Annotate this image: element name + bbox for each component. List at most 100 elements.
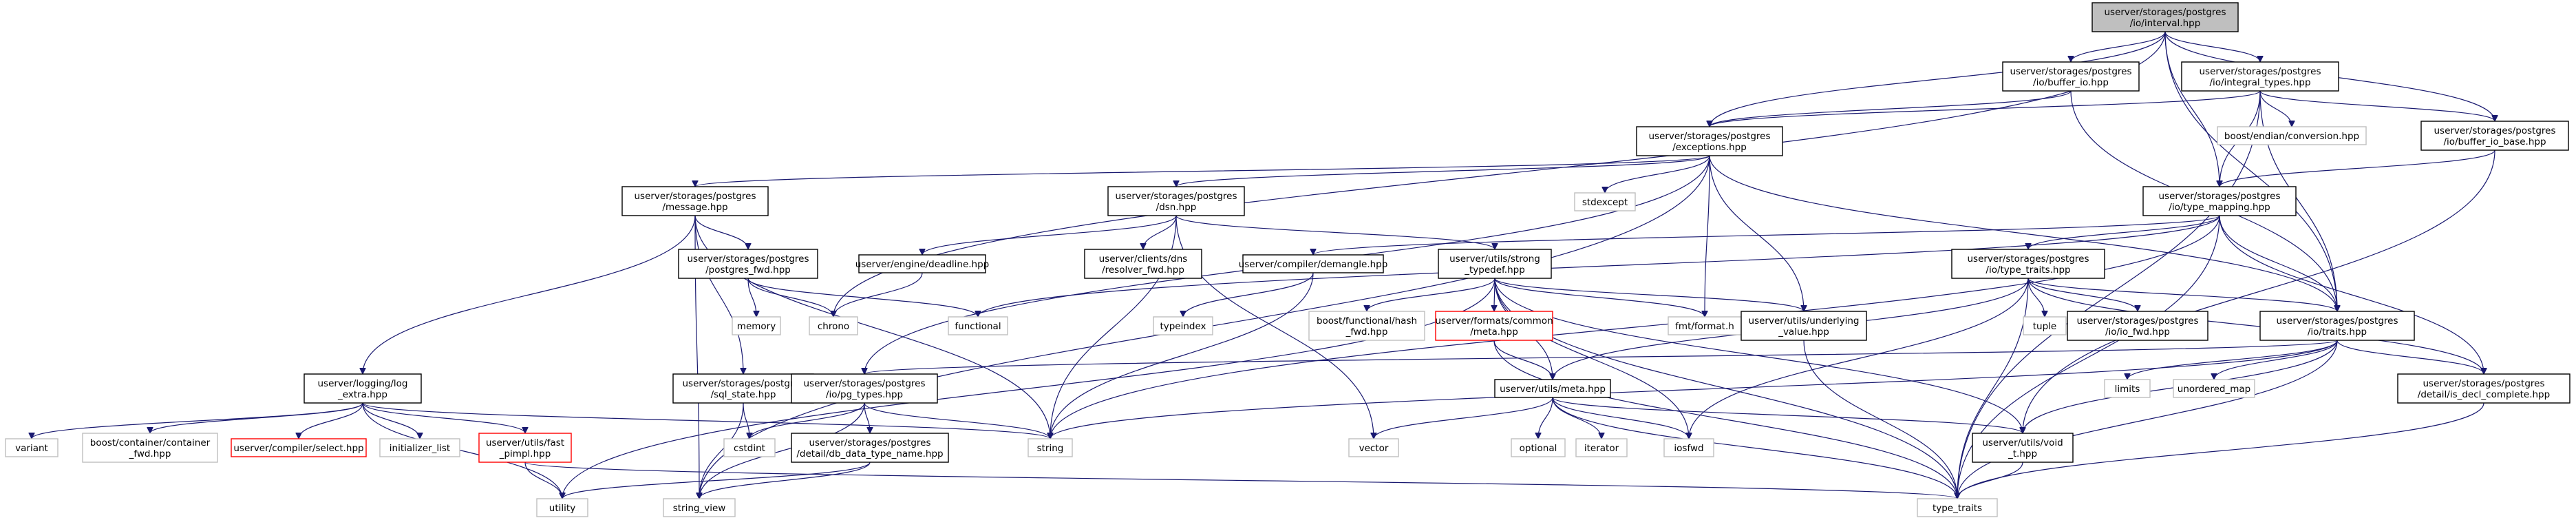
node-label-dsn-1: /dsn.hpp — [1156, 202, 1197, 213]
node-void_t[interactable]: userver/utils/void_t.hpp — [1972, 433, 2074, 463]
node-type_traits_pg[interactable]: userver/storages/postgres/io/type_traits… — [1951, 249, 2105, 279]
node-label-is_decl_complete-1: /detail/is_decl_complete.hpp — [2418, 389, 2550, 400]
node-integral_types[interactable]: userver/storages/postgres/io/integral_ty… — [2181, 61, 2339, 92]
node-type_traits_std: type_traits — [1917, 498, 1998, 517]
edge-demangle-to-typeindex — [1183, 272, 1314, 318]
node-label-buffer_io-0: userver/storages/postgres — [2010, 66, 2131, 77]
node-label-pg_types-0: userver/storages/postgres — [803, 378, 925, 389]
node-box-stdexcept — [1574, 192, 1636, 211]
node-compiler_select[interactable]: userver/compiler/select.hpp — [231, 438, 367, 457]
edge-pg_types-to-string — [864, 402, 1050, 439]
node-buffer_io[interactable]: userver/storages/postgres/io/buffer_io.h… — [2002, 61, 2140, 92]
node-exceptions[interactable]: userver/storages/postgres/exceptions.hpp — [1636, 126, 1783, 156]
edge-integral_types-to-exceptions — [1710, 90, 2261, 127]
edge-interval-to-buffer_io — [2071, 31, 2166, 63]
node-box-limits — [2104, 379, 2151, 398]
node-interval[interactable]: userver/storages/postgres/io/interval.hp… — [2091, 2, 2239, 32]
node-label-boost_hash-1: _fwd.hpp — [1345, 327, 1388, 338]
node-io_fwd[interactable]: userver/storages/postgres/io/io_fwd.hpp — [2067, 311, 2208, 341]
node-box-fmt_format — [1668, 316, 1742, 335]
node-label-underlying_value-0: userver/utils/underlying — [1749, 315, 1860, 327]
node-pg_types[interactable]: userver/storages/postgres/io/pg_types.hp… — [791, 373, 938, 404]
node-label-message-1: /message.hpp — [662, 202, 727, 213]
node-label-formats_meta-1: /meta.hpp — [1470, 327, 1518, 338]
node-functional: functional — [948, 316, 1008, 335]
node-label-message-0: userver/storages/postgres — [634, 191, 756, 202]
edge-type_mapping-to-functional — [978, 215, 2220, 317]
node-fast_pimpl[interactable]: userver/utils/fast_pimpl.hpp — [478, 433, 572, 463]
node-label-cstdint-0: cstdint — [734, 443, 765, 454]
node-box-is_decl_complete — [2397, 373, 2570, 404]
node-demangle[interactable]: userver/compiler/demangle.hpp — [1239, 254, 1388, 273]
edge-sql_state-to-cstdint — [743, 402, 749, 439]
edge-log_extra-to-string — [362, 402, 1050, 439]
node-label-integral_types-0: userver/storages/postgres — [2199, 66, 2321, 77]
node-dsn[interactable]: userver/storages/postgres/dsn.hpp — [1107, 186, 1245, 216]
node-label-stdexcept-0: stdexcept — [1582, 197, 1628, 208]
node-label-iterator-0: iterator — [1584, 443, 1619, 454]
node-is_decl_complete[interactable]: userver/storages/postgres/detail/is_decl… — [2397, 373, 2570, 404]
node-deadline[interactable]: userver/engine/deadline.hpp — [855, 254, 990, 273]
node-buffer_io_base[interactable]: userver/storages/postgres/io/buffer_io_b… — [2420, 121, 2569, 151]
node-box-utility — [536, 498, 588, 517]
node-label-traits-0: userver/storages/postgres — [2276, 315, 2398, 327]
edge-message-to-sql_state — [694, 215, 743, 374]
edge-type_traits_pg-to-tuple — [2027, 278, 2045, 317]
edge-exceptions-to-stdexcept — [1605, 155, 1710, 194]
node-label-type_mapping-1: /io/type_mapping.hpp — [2169, 202, 2270, 213]
node-type_mapping[interactable]: userver/storages/postgres/io/type_mappin… — [2142, 186, 2297, 216]
node-box-type_mapping — [2142, 186, 2297, 216]
node-box-postgres_fwd — [678, 249, 818, 279]
edge-type_traits_pg-to-type_traits_std — [1957, 278, 2029, 499]
node-utils_meta[interactable]: userver/utils/meta.hpp — [1494, 379, 1611, 398]
node-fmt_format: fmt/format.h — [1668, 316, 1742, 335]
node-label-functional-0: functional — [955, 321, 1001, 332]
node-postgres_fwd[interactable]: userver/storages/postgres/postgres_fwd.h… — [678, 249, 818, 279]
node-iterator: iterator — [1575, 438, 1628, 457]
edge-strong_typedef-to-boost_hash — [1367, 278, 1495, 312]
edge-integral_types-to-buffer_io_base — [2259, 90, 2495, 122]
node-formats_meta[interactable]: userver/formats/common/meta.hpp — [1435, 311, 1553, 341]
node-resolver_fwd[interactable]: userver/clients/dns/resolver_fwd.hpp — [1084, 249, 1202, 279]
node-box-vector — [1348, 438, 1399, 457]
node-label-integral_types-1: /io/integral_types.hpp — [2209, 77, 2310, 88]
edge-utils_meta-to-void_t — [1552, 397, 2023, 434]
node-optional: optional — [1511, 438, 1566, 457]
edge-utils_meta-to-type_traits_std — [1552, 397, 1957, 499]
edge-type_mapping-to-type_traits_pg — [2028, 215, 2220, 250]
node-box-boost_hash — [1308, 311, 1425, 341]
node-label-variant-0: variant — [15, 443, 48, 454]
edge-sql_state-to-string_view — [699, 402, 744, 499]
node-strong_typedef[interactable]: userver/utils/strong_typedef.hpp — [1438, 249, 1552, 279]
node-label-compiler_select-0: userver/compiler/select.hpp — [233, 443, 363, 454]
node-box-chrono — [809, 316, 858, 335]
edge-interval-to-traits — [2164, 31, 2337, 311]
node-stdexcept: stdexcept — [1574, 192, 1636, 211]
edge-postgres_fwd-to-memory — [747, 278, 756, 317]
edge-pg_types-to-cstdint — [749, 402, 865, 439]
node-log_extra[interactable]: userver/logging/log_extra.hpp — [304, 373, 422, 404]
node-label-exceptions-0: userver/storages/postgres — [1648, 131, 1770, 142]
node-box-void_t — [1972, 433, 2074, 463]
edge-exceptions-to-traits — [1709, 155, 2337, 311]
edge-integral_types-to-boost_endian — [2259, 90, 2292, 127]
edge-traits-to-is_decl_complete — [2337, 340, 2484, 375]
node-label-resolver_fwd-0: userver/clients/dns — [1099, 253, 1188, 265]
node-underlying_value[interactable]: userver/utils/underlying_value.hpp — [1741, 311, 1867, 341]
edge-db_data_type_name-to-string_view — [699, 462, 871, 499]
node-initializer_list: initializer_list — [379, 438, 460, 457]
node-traits[interactable]: userver/storages/postgres/io/traits.hpp — [2259, 311, 2415, 341]
node-label-underlying_value-1: _value.hpp — [1778, 327, 1829, 338]
node-label-log_extra-1: _extra.hpp — [337, 389, 387, 400]
node-db_data_type_name[interactable]: userver/storages/postgres/detail/db_data… — [791, 433, 949, 463]
edge-integral_types-to-type_traits_std — [1957, 90, 2261, 499]
edge-deadline-to-chrono — [833, 272, 923, 318]
node-sql_state[interactable]: userver/storages/postgres/sql_state.hpp — [672, 373, 814, 404]
edge-utils_meta-to-iosfwd — [1552, 397, 1689, 439]
node-message[interactable]: userver/storages/postgres/message.hpp — [621, 186, 769, 216]
edge-interval-to-type_mapping — [2164, 31, 2220, 187]
node-iosfwd: iosfwd — [1663, 438, 1714, 457]
node-label-iosfwd-0: iosfwd — [1674, 443, 1703, 454]
node-label-buffer_io_base-0: userver/storages/postgres — [2434, 125, 2555, 136]
